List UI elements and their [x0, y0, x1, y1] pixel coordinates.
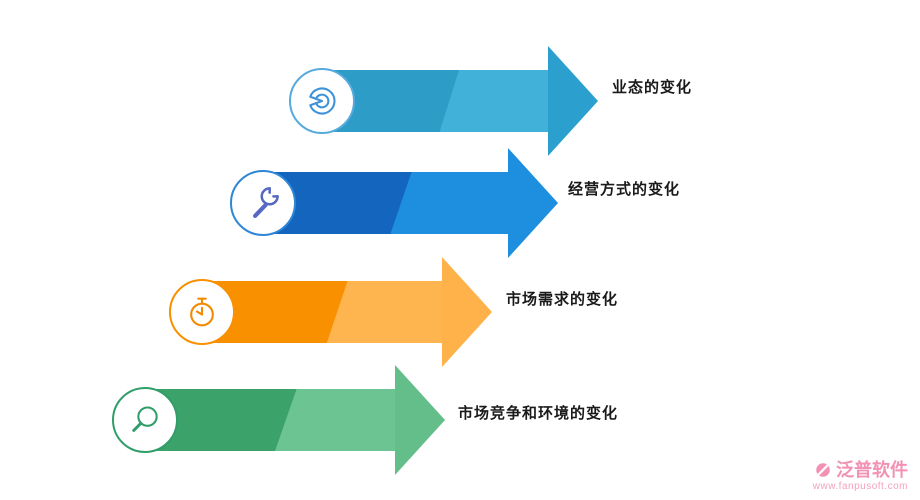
step-label: 业态的变化 [612, 79, 693, 96]
stopwatch-icon [169, 279, 235, 345]
arrow-head [442, 257, 492, 367]
arrow-banner-light-segment [390, 172, 508, 234]
arrow-banner-light-segment [439, 70, 548, 132]
arrow-banner [263, 172, 508, 234]
arrow-banner [202, 281, 442, 343]
arrow-head [395, 365, 445, 475]
arrow-banner [145, 389, 395, 451]
arrow-banner [322, 70, 548, 132]
arrow-head [548, 46, 598, 156]
wrench-icon [230, 170, 296, 236]
magnifier-icon [112, 387, 178, 453]
step-label: 市场竞争和环境的变化 [458, 405, 619, 422]
watermark-brand: 泛普软件 [836, 460, 908, 480]
arrow-head [508, 148, 558, 258]
arrow-banner-light-segment [326, 281, 442, 343]
step-label: 经营方式的变化 [568, 181, 681, 198]
step-label: 市场需求的变化 [506, 291, 619, 308]
fanpu-logo-icon [816, 463, 830, 477]
watermark-url: www.fanpusoft.com [812, 481, 908, 492]
watermark-brand-line: 泛普软件 [813, 460, 908, 480]
watermark: 泛普软件 www.fanpusoft.com [813, 460, 908, 492]
arrow-banner-light-segment [275, 389, 395, 451]
pie-chart-icon [289, 68, 355, 134]
